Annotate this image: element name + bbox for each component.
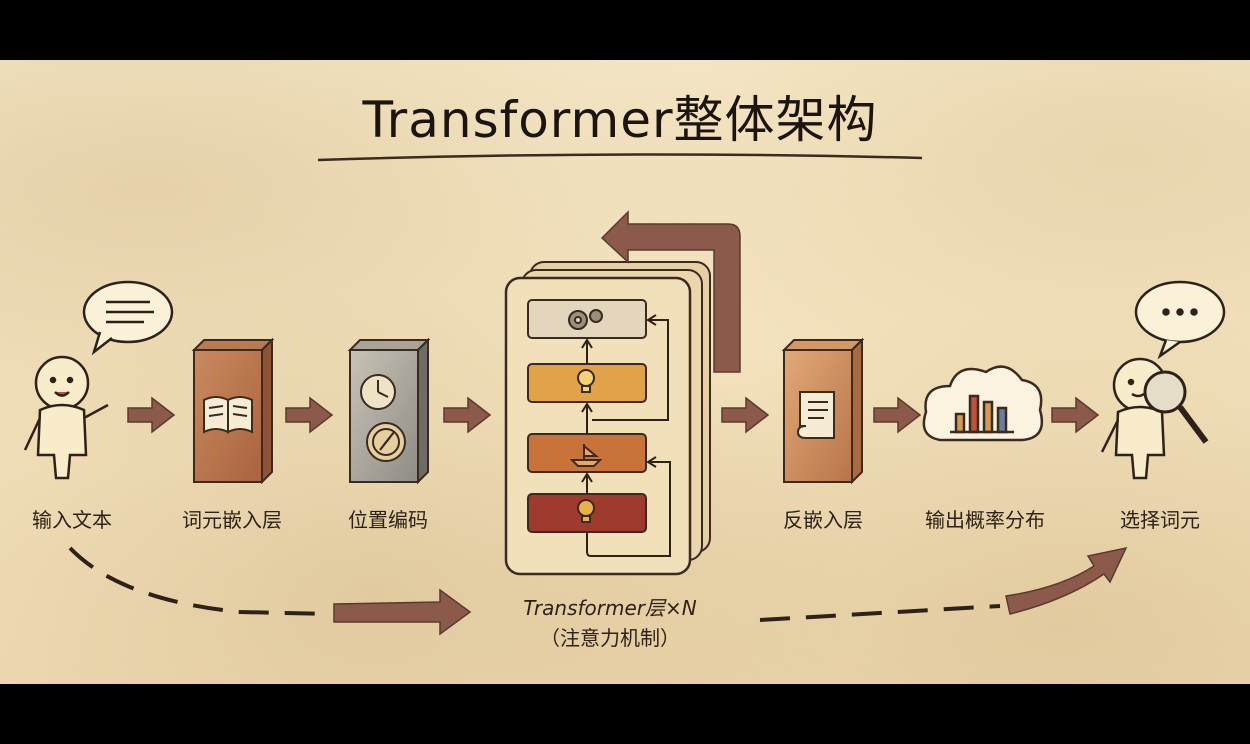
- unembedding-block: [781, 337, 865, 485]
- speech-bubble-icon: [1134, 280, 1226, 360]
- arrow-icon: [1051, 396, 1100, 434]
- scroll-icon: [796, 391, 835, 439]
- ship-icon: [569, 444, 603, 467]
- arrow-icon: [285, 396, 334, 434]
- step-label-select-token: 选择词元: [1120, 508, 1200, 532]
- step-label-input-text: 输入文本: [32, 508, 112, 532]
- token-embedding-block: [191, 337, 275, 485]
- arrow-icon: [873, 396, 922, 434]
- person-icon: [23, 355, 109, 480]
- book-icon: [203, 396, 253, 434]
- bottom-letterbox: [0, 684, 1250, 744]
- lightbulb-icon: [577, 369, 595, 393]
- step-label-unembedding: 反嵌入层: [783, 508, 863, 532]
- step-label-token-embedding: 词元嵌入层: [182, 508, 282, 532]
- speech-bubble-icon: [82, 280, 174, 356]
- flow-arrows: [127, 396, 1100, 434]
- gears-icon: [568, 309, 603, 330]
- arrow-icon: [127, 396, 176, 434]
- step-label-output-probability: 输出概率分布: [925, 508, 1045, 532]
- arrow-icon: [1005, 546, 1128, 615]
- transformer-stack: [504, 210, 741, 576]
- title-underline: [317, 153, 923, 162]
- transformer-caption: Transformer层×N （注意力机制）: [523, 593, 696, 653]
- step-label-position-encoding: 位置编码: [348, 508, 428, 532]
- arrow-icon: [443, 396, 492, 434]
- transformer-caption-line1: Transformer层×N: [523, 596, 697, 620]
- magnifier-icon: [1143, 370, 1209, 444]
- clock-icon: [360, 374, 396, 410]
- lightbulb-icon: [577, 499, 595, 523]
- bar-chart-cloud-icon: [922, 365, 1044, 442]
- transformer-caption-line2: （注意力机制）: [540, 626, 680, 650]
- compass-icon: [366, 422, 406, 462]
- page-title: Transformer整体架构: [362, 91, 878, 149]
- loop-arrow-icon: [600, 210, 741, 373]
- arrow-icon: [333, 588, 472, 636]
- position-encoding-block: [347, 337, 431, 485]
- dashed-flow-curve: [68, 546, 1128, 636]
- arrow-icon: [721, 396, 770, 434]
- top-letterbox: [0, 0, 1250, 60]
